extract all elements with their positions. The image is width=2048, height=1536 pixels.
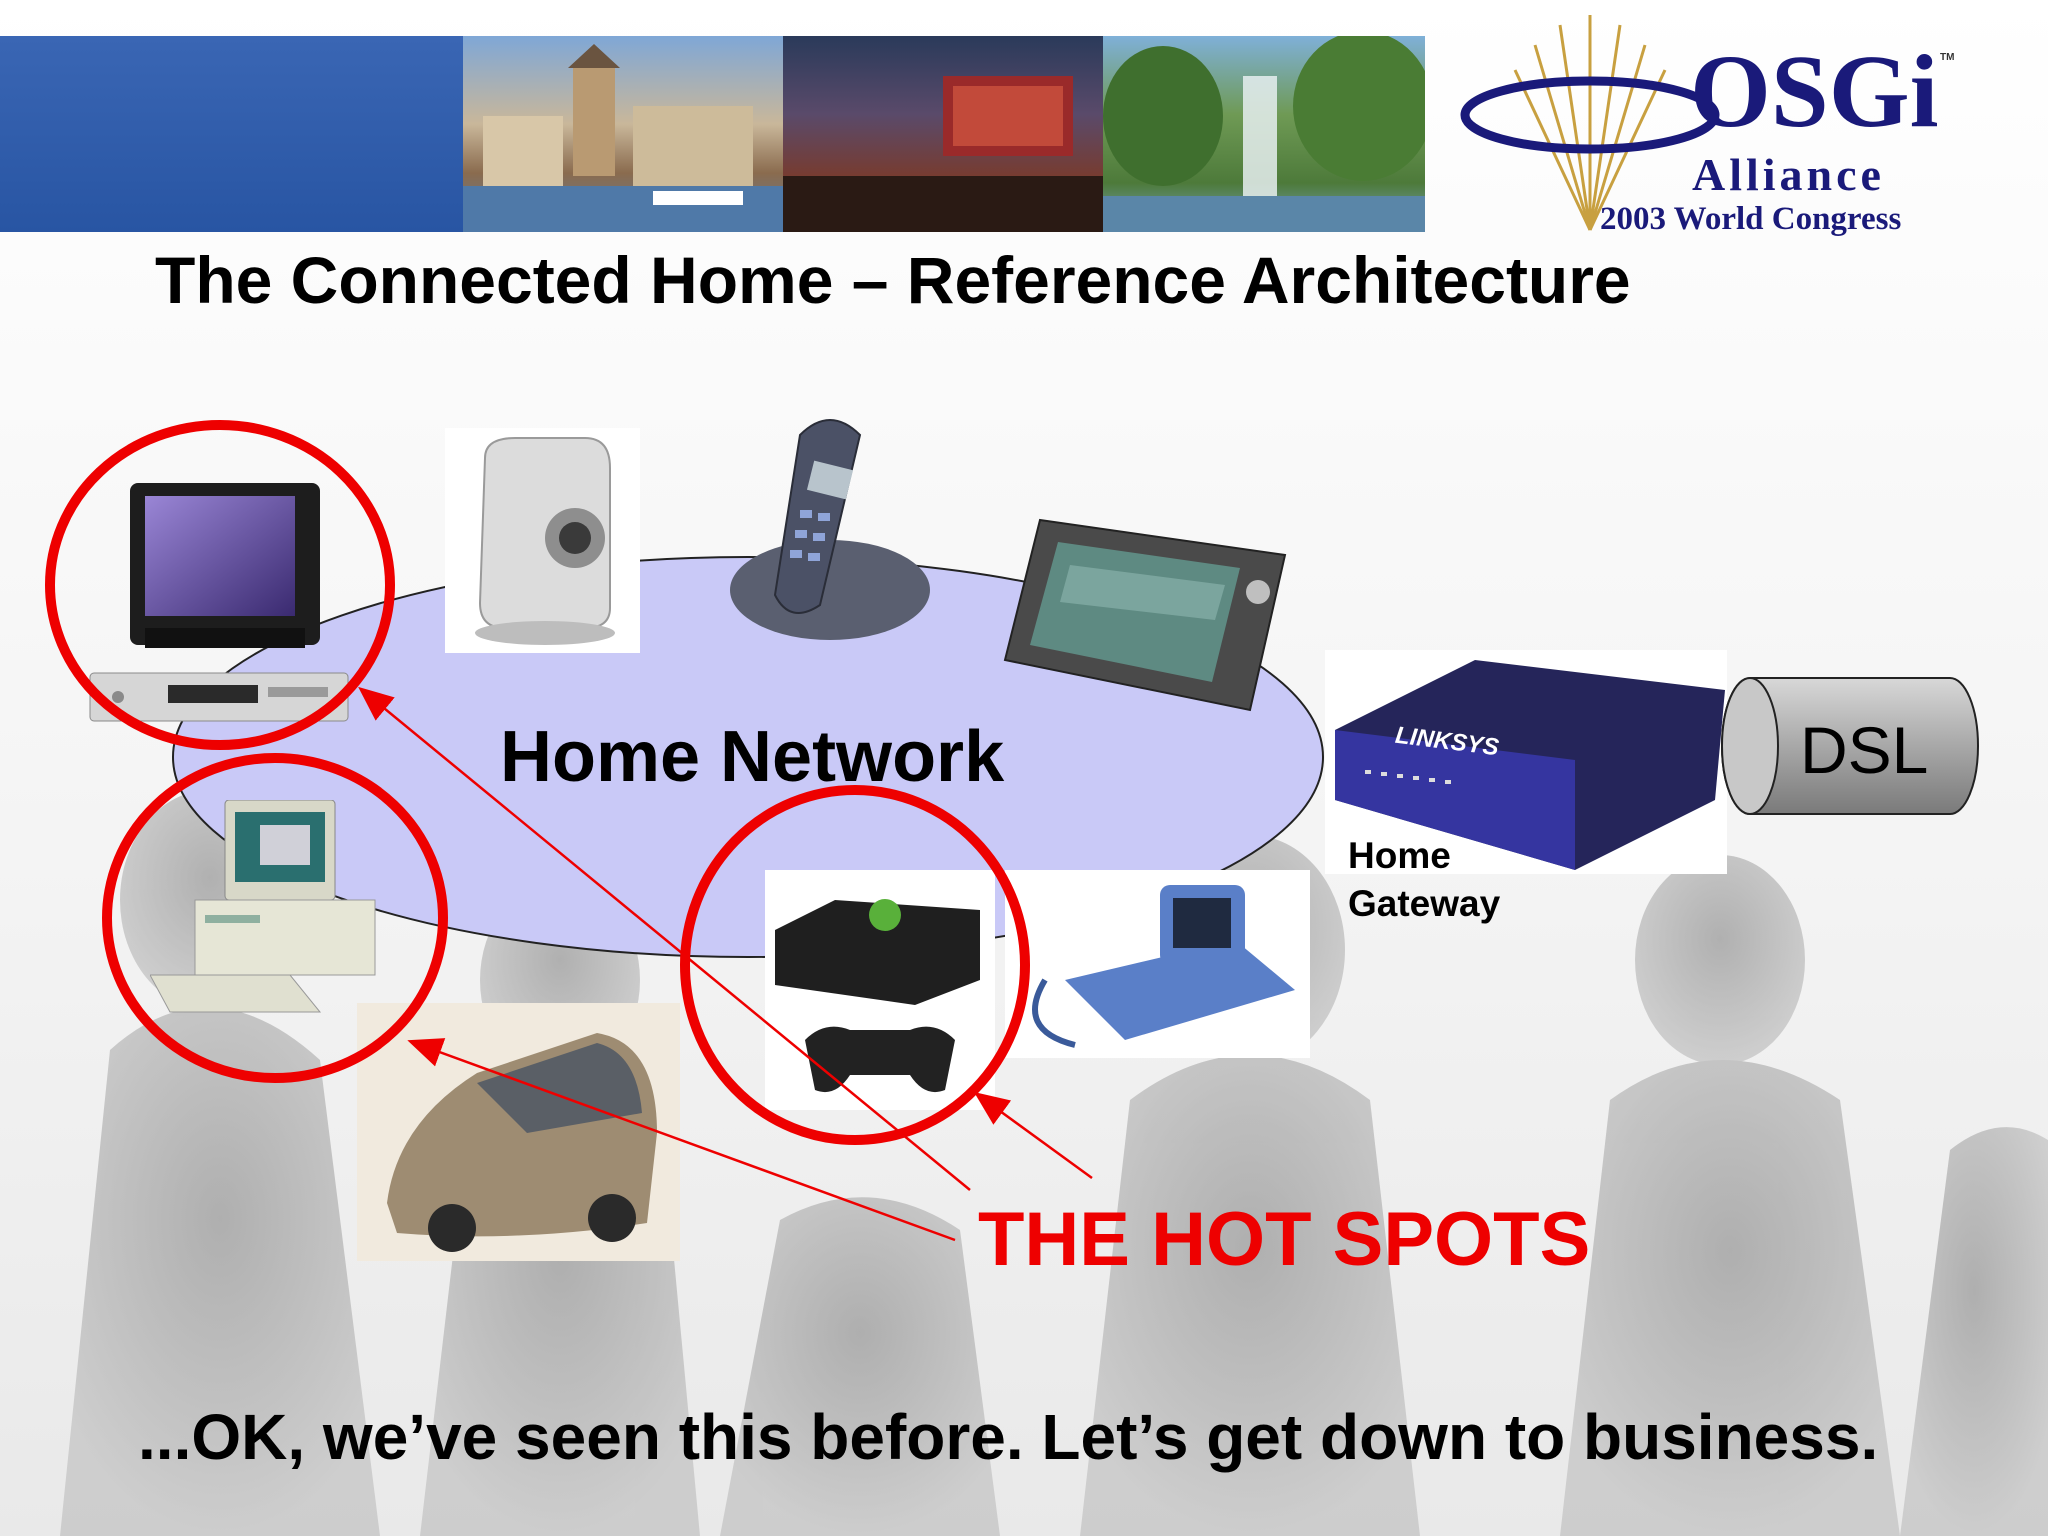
video-phone-icon bbox=[1032, 885, 1295, 1048]
game-console-icon bbox=[775, 899, 980, 1093]
video-phone bbox=[1005, 870, 1310, 1058]
tablet-pc-icon bbox=[1003, 518, 1287, 712]
osgi-logo-emblem bbox=[1460, 15, 1720, 231]
game-console bbox=[765, 870, 995, 1110]
network-camera bbox=[445, 428, 640, 653]
open-air-cinema-photo-art bbox=[783, 76, 1103, 232]
hot-spots-label: THE HOT SPOTS bbox=[978, 1197, 1591, 1282]
alliance-text: Alliance bbox=[1692, 149, 1885, 200]
park-fountain-photo bbox=[1103, 36, 1425, 232]
home-gateway-label-line1: Home bbox=[1348, 835, 1451, 876]
television bbox=[125, 478, 325, 660]
home-network-label: Home Network bbox=[500, 717, 1005, 797]
hot-spot-circle-computer bbox=[102, 753, 448, 1083]
router: LINKSYS bbox=[1325, 650, 1727, 874]
hot-spot-arrow-game-console bbox=[973, 1092, 1093, 1180]
osgi-alliance-logo: OSGi TM Alliance 2003 World Congress bbox=[1440, 0, 1980, 250]
trademark-mark: TM bbox=[1940, 52, 1955, 63]
desktop-computer bbox=[149, 799, 395, 1025]
slide-title: The Connected Home – Reference Architect… bbox=[155, 243, 1631, 317]
open-air-cinema-photo bbox=[783, 36, 1103, 232]
home-gateway-label-line2: Gateway bbox=[1348, 883, 1501, 924]
home-gateway-label: Home Gateway bbox=[1348, 832, 1500, 928]
hot-spot-arrow-computer bbox=[407, 1038, 956, 1242]
television-icon bbox=[130, 483, 320, 648]
network-camera-icon bbox=[475, 437, 615, 645]
city-riverfront-photo bbox=[463, 36, 783, 232]
dvd-player bbox=[88, 665, 350, 730]
congress-text: 2003 World Congress bbox=[1600, 201, 1902, 237]
city-riverfront-photo-art bbox=[463, 44, 783, 232]
cordless-phone-icon bbox=[730, 419, 930, 640]
tablet-pc bbox=[1000, 510, 1290, 715]
dsl-cylinder bbox=[1721, 677, 1979, 815]
park-fountain-photo-art bbox=[1103, 36, 1425, 232]
desktop-computer-icon bbox=[149, 799, 376, 1013]
dvd-player-icon bbox=[89, 672, 349, 722]
dsl-label: DSL bbox=[1800, 713, 1929, 787]
hot-spot-circle-game-console bbox=[680, 785, 1030, 1145]
hot-spot-arrow-television bbox=[358, 686, 971, 1191]
cordless-phone bbox=[700, 405, 940, 655]
osgi-brand-text: OSGi bbox=[1690, 34, 1939, 149]
router-icon bbox=[1335, 660, 1725, 870]
footer-caption: ...OK, we’ve seen this before. Let’s get… bbox=[138, 1401, 1879, 1473]
hot-spot-circle-television bbox=[45, 420, 395, 750]
